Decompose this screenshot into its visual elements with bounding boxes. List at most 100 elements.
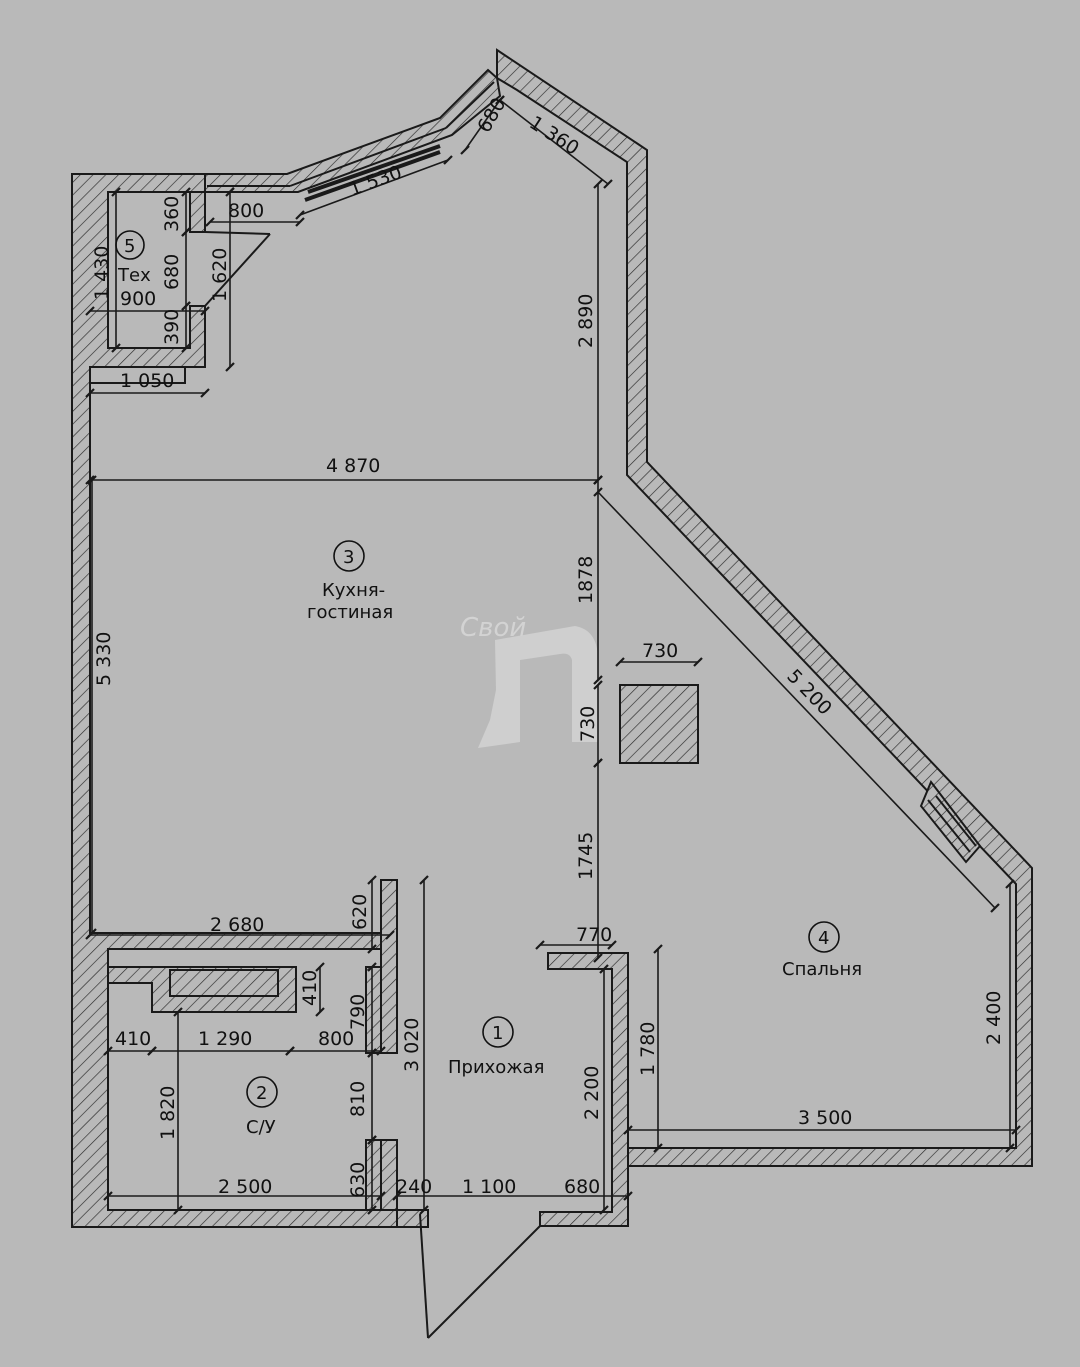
dim-1620: 1 620 — [209, 248, 231, 302]
room-label-hallway: 1 Прихожая — [448, 1016, 544, 1078]
dimline-3020-tick-1 — [419, 875, 429, 885]
dimline-1620-tick-1 — [225, 187, 235, 197]
dim-1820: 1 820 — [157, 1086, 179, 1140]
dimline-800-top-tick-2 — [295, 217, 305, 227]
dim-5330: 5 330 — [93, 632, 115, 686]
dim-2890: 2 890 — [575, 294, 597, 348]
dimline-2500-tick-1 — [103, 1191, 113, 1201]
dim-730-vertical: 730 — [577, 706, 599, 742]
dim-620: 620 — [349, 894, 371, 930]
entrance-door[interactable] — [419, 1213, 541, 1339]
dimline-730-horizontal-tick-1 — [615, 657, 625, 667]
dimline-3500-tick-1 — [623, 1125, 633, 1135]
room-label-bathroom: 2 С/У — [246, 1076, 278, 1138]
dim-4870: 4 870 — [326, 455, 380, 477]
dim-900: 900 — [120, 288, 156, 310]
dimline-1820-tick-1 — [173, 1007, 183, 1017]
dimline-680-window — [464, 99, 501, 151]
dimline-790-tick-1 — [367, 962, 377, 972]
dim-410-horizontal: 410 — [115, 1028, 151, 1050]
window-north — [204, 68, 502, 193]
dimline-1430-tick-2 — [111, 343, 121, 353]
dimline-620-tick-1 — [367, 875, 377, 885]
dimline-1745-tick-2 — [593, 953, 603, 963]
room-number-5: 5 — [124, 236, 135, 257]
dimension-lines — [85, 95, 1021, 1215]
room-label-bedroom: 4 Спальня — [782, 921, 862, 980]
dimline-2680-tick-2 — [385, 930, 395, 940]
wall-bathroom-east — [380, 879, 398, 1054]
dimline-1530-tick-1 — [295, 210, 305, 220]
room-label-kitchen: 3 Кухня- гостиная — [307, 540, 393, 623]
dim-410-vertical: 410 — [299, 970, 321, 1006]
niche — [90, 366, 186, 384]
dim-1290: 1 290 — [198, 1028, 252, 1050]
dimline-1360-tick-2 — [603, 179, 613, 189]
dim-810: 810 — [347, 1081, 369, 1117]
dimline-770-tick-1 — [535, 940, 545, 950]
dimline-1780-tick-2 — [653, 1143, 663, 1153]
dimline-800-top-tick-1 — [205, 217, 215, 227]
dim-360: 360 — [161, 196, 183, 232]
dim-1430: 1 430 — [91, 246, 113, 300]
room-name-kitchen-2: гостиная — [307, 602, 393, 623]
wall-west — [71, 173, 398, 1228]
dimline-730-vertical-tick-1 — [593, 680, 603, 690]
dimline-900-tick-1 — [85, 306, 95, 316]
room-name-tech: Тех — [117, 265, 151, 286]
dimline-240-1100-680-tick-1 — [392, 1191, 402, 1201]
dim-240: 240 — [396, 1176, 432, 1198]
dimline-620-tick-2 — [367, 944, 377, 954]
dimline-1878-tick-1 — [593, 475, 603, 485]
dimline-1530 — [299, 159, 449, 216]
dim-630: 630 — [347, 1162, 369, 1198]
dim-770: 770 — [576, 924, 612, 946]
wall-northeast — [496, 48, 1033, 1167]
dim-2200: 2 200 — [581, 1066, 603, 1120]
dim-2680: 2 680 — [210, 914, 264, 936]
tech-door[interactable] — [204, 231, 271, 307]
dimline-410-vertical-tick-2 — [315, 1007, 325, 1017]
column — [619, 684, 699, 764]
dimline-1360-tick-1 — [495, 95, 505, 105]
dimline-800-bathroom-tick-1 — [285, 1046, 295, 1056]
wall-bathroom-side-lower — [365, 1139, 382, 1211]
dimline-1780-tick-1 — [653, 944, 663, 954]
dimline-800-bathroom-tick-2 — [376, 1046, 386, 1056]
dim-680-tech: 680 — [161, 254, 183, 290]
dimline-410-horizontal-tick-1 — [103, 1046, 113, 1056]
dim-1780: 1 780 — [637, 1022, 659, 1076]
dim-790: 790 — [347, 994, 369, 1030]
dimline-1430-tick-1 — [111, 187, 121, 197]
dimline-2400-tick-1 — [1005, 879, 1015, 889]
dimline-5200 — [597, 491, 996, 909]
room-label-tech: 5 Тех — [115, 230, 151, 286]
dimline-5330-tick-1 — [87, 475, 97, 485]
dimline-630-tick-2 — [367, 1205, 377, 1215]
window-glazing — [207, 81, 495, 202]
dim-730-horizontal: 730 — [642, 640, 678, 662]
dimline-2200-tick-2 — [599, 1205, 609, 1215]
dimline-1820-tick-2 — [173, 1205, 183, 1215]
dim-2400: 2 400 — [983, 991, 1005, 1045]
room-name-bathroom: С/У — [246, 1117, 276, 1138]
room-number-3: 3 — [343, 547, 354, 568]
dimline-730-horizontal-tick-2 — [693, 657, 703, 667]
dim-390: 390 — [161, 309, 183, 345]
dimline-1745-tick-1 — [593, 758, 603, 768]
wall-hall-bedroom — [539, 952, 629, 1227]
dimline-410-vertical-tick-1 — [315, 962, 325, 972]
wall-bathroom-side — [365, 966, 382, 1054]
window-bedroom — [919, 780, 982, 864]
dimline-5200-tick-2 — [990, 903, 1000, 913]
room-name-hallway: Прихожая — [448, 1057, 544, 1078]
dimline-630-tick-1 — [367, 1135, 377, 1145]
dimline-2680-tick-1 — [85, 930, 95, 940]
dimline-390-tick-2 — [181, 343, 191, 353]
dimline-1878-tick-2 — [593, 675, 603, 685]
door-jamb-left — [396, 1209, 429, 1228]
dimline-2400-tick-2 — [1005, 1143, 1015, 1153]
dimline-680-tech-tick-1 — [181, 227, 191, 237]
dim-1100: 1 100 — [462, 1176, 516, 1198]
